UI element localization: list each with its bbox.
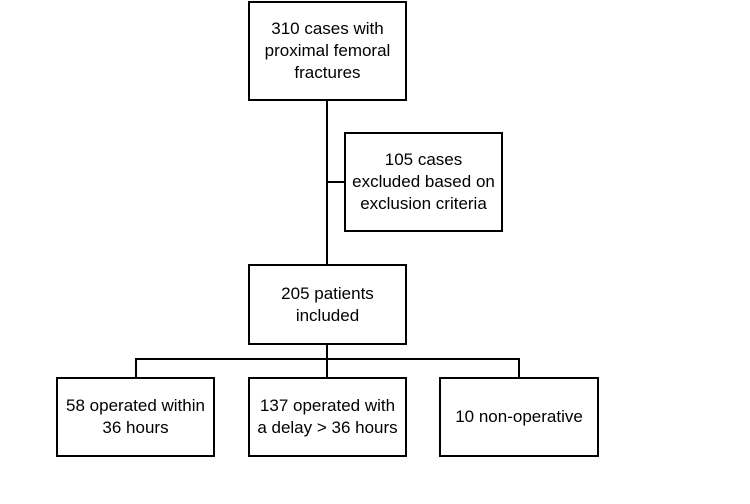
drop-line-right — [518, 358, 520, 378]
drop-line-left — [135, 358, 137, 378]
excluded-line-2: excluded based on — [352, 172, 495, 191]
total-cases-line-2: proximal femoral — [264, 41, 391, 60]
total-cases-line-1: 310 cases with — [271, 19, 384, 38]
operated-delayed-text: 137 operated with a delay > 36 hours — [257, 395, 397, 439]
excluded-cases-box: 105 cases excluded based on exclusion cr… — [344, 132, 503, 232]
non-operative-line-1: 10 non-operative — [455, 407, 583, 426]
included-line-2: included — [295, 305, 360, 325]
non-operative-box: 10 non-operative — [439, 377, 599, 457]
total-cases-line-3: fractures — [294, 63, 361, 82]
operated-early-text: 58 operated within 36 hours — [66, 395, 205, 439]
included-down-line — [326, 344, 328, 360]
exclusion-branch-line — [327, 181, 345, 183]
excluded-line-3: exclusion criteria — [360, 194, 487, 213]
included-line-1: 205 patients — [281, 283, 374, 303]
included-patients-text: 205 patients included — [281, 283, 374, 327]
excluded-cases-text: 105 cases excluded based on exclusion cr… — [352, 149, 495, 215]
excluded-line-1: 105 cases — [384, 150, 463, 169]
operated-delayed-box: 137 operated with a delay > 36 hours — [248, 377, 407, 457]
operated-early-line-2: 36 hours — [102, 418, 169, 437]
total-cases-text: 310 cases with proximal femoral fracture… — [265, 18, 391, 84]
operated-delayed-line-2: a delay > 36 hours — [257, 418, 398, 437]
total-cases-box: 310 cases with proximal femoral fracture… — [248, 1, 407, 101]
operated-early-box: 58 operated within 36 hours — [56, 377, 215, 457]
included-patients-box: 205 patients included — [248, 264, 407, 345]
drop-line-middle — [326, 358, 328, 378]
operated-early-line-1: 58 operated within — [66, 396, 205, 415]
non-operative-text: 10 non-operative — [455, 406, 583, 428]
operated-delayed-line-1: 137 operated with — [259, 396, 396, 415]
